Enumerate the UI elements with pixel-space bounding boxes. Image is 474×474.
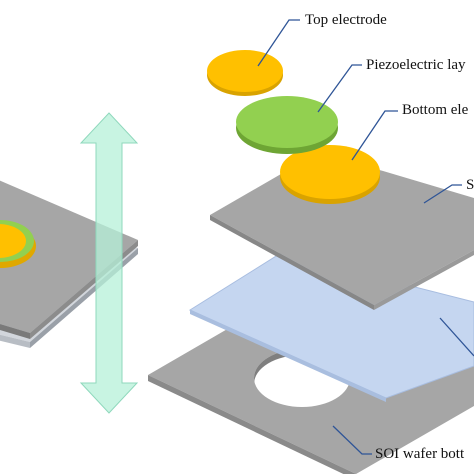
silicon-layer-label: S xyxy=(466,177,474,193)
leader-lines xyxy=(257,19,474,455)
top-electrode-disc xyxy=(207,50,283,96)
bottom-electrode-disc xyxy=(280,145,380,204)
piezoelectric-disc xyxy=(236,96,338,154)
piezoelectric-layer-label: Piezoelectric lay xyxy=(366,57,466,73)
leader-bottom-electrode xyxy=(351,110,398,161)
bottom-electrode-label: Bottom ele xyxy=(402,102,469,118)
leader-oxide xyxy=(439,317,474,357)
soi-bottom-plate-front xyxy=(148,375,356,474)
leader-silicon xyxy=(423,184,462,204)
top-electrode-label: Top electrode xyxy=(305,12,387,28)
silicon-device-layer xyxy=(210,152,474,310)
leader-top-electrode xyxy=(257,19,300,67)
assembled-top-plate-front xyxy=(0,324,30,339)
leader-soi-bottom xyxy=(332,425,372,455)
assembled-top-electrode xyxy=(0,224,26,258)
assembled-top-plate xyxy=(0,180,138,333)
leader-piezoelectric xyxy=(317,64,362,113)
soi-wafer-bottom-label: SOI wafer bott xyxy=(375,446,465,462)
double-headed-vertical-arrow-icon xyxy=(79,112,139,414)
assembled-bottom-slab-edge xyxy=(0,334,30,348)
